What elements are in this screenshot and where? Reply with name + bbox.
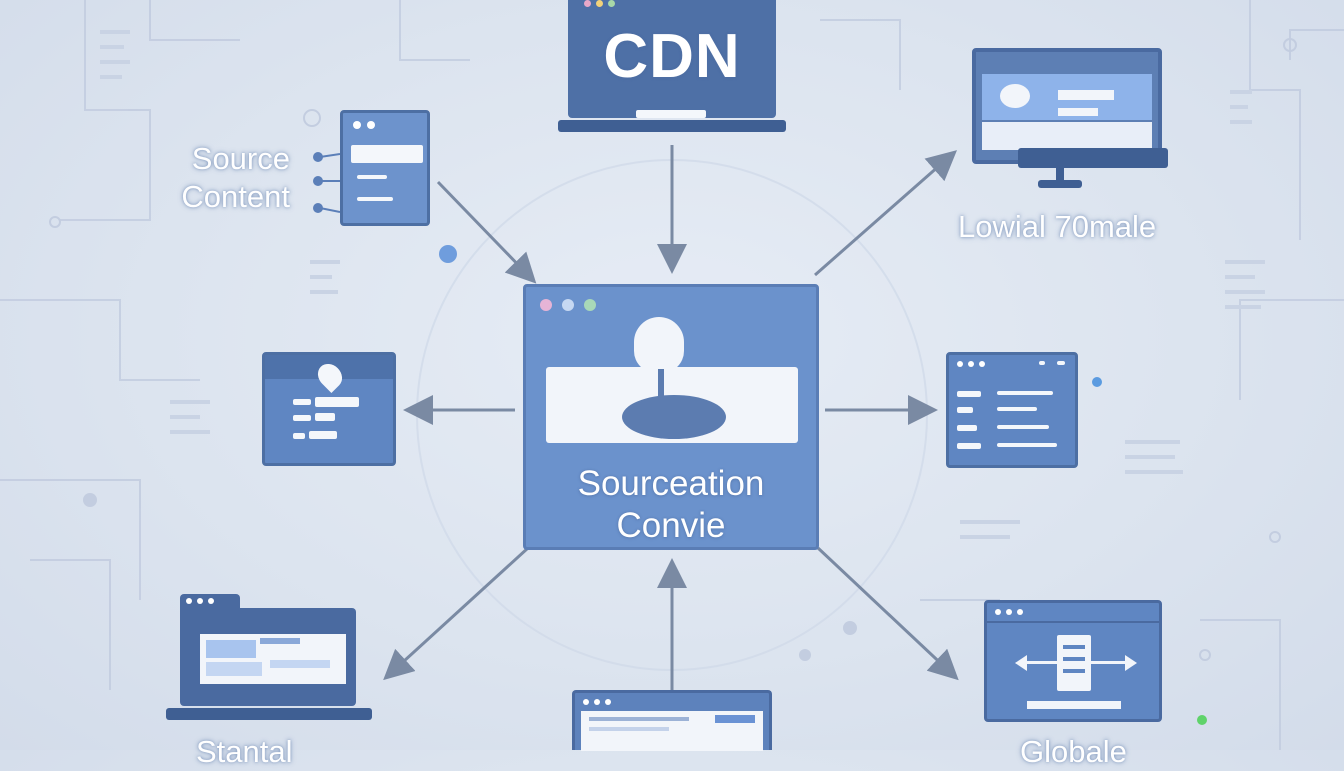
arrow-center-to-bottom-right <box>816 546 959 681</box>
green-dot <box>1197 715 1207 725</box>
laptop-base <box>558 120 786 132</box>
center-window: Sourceation Convie <box>523 284 819 550</box>
top-right-monitor <box>972 48 1180 194</box>
source-content-label: Source Content <box>150 140 290 216</box>
background-circuit <box>0 0 1344 750</box>
arrow-center-to-bottom-left <box>383 546 530 681</box>
cdn-label: CDN <box>603 22 741 91</box>
center-label-line1: Sourceation <box>577 464 765 503</box>
center-label-line2: Convie <box>616 506 726 545</box>
arrow-source-to-center <box>436 180 537 284</box>
bottom-right-window <box>984 600 1162 722</box>
bottom-right-label: Globale <box>1020 734 1127 769</box>
source-content-line1: Source <box>191 141 290 176</box>
cdn-screen <box>568 0 776 118</box>
bottom-left-label: Stantal <box>196 734 293 769</box>
bottom-center-window <box>572 690 772 751</box>
top-right-label: Lowial 70male <box>958 209 1157 244</box>
source-content-window <box>340 110 430 226</box>
blue-dot-small <box>1092 377 1102 387</box>
bottom-left-laptop <box>166 594 372 724</box>
arrow-center-to-top-right <box>814 150 958 277</box>
left-window <box>262 352 396 466</box>
right-window <box>946 352 1078 468</box>
blue-dot <box>439 245 457 263</box>
source-connectors <box>313 152 340 213</box>
cdn-bar <box>636 110 706 118</box>
source-content-line2: Content <box>181 179 290 214</box>
avatar-icon <box>634 317 684 373</box>
cdn-node: CDN <box>558 0 786 134</box>
